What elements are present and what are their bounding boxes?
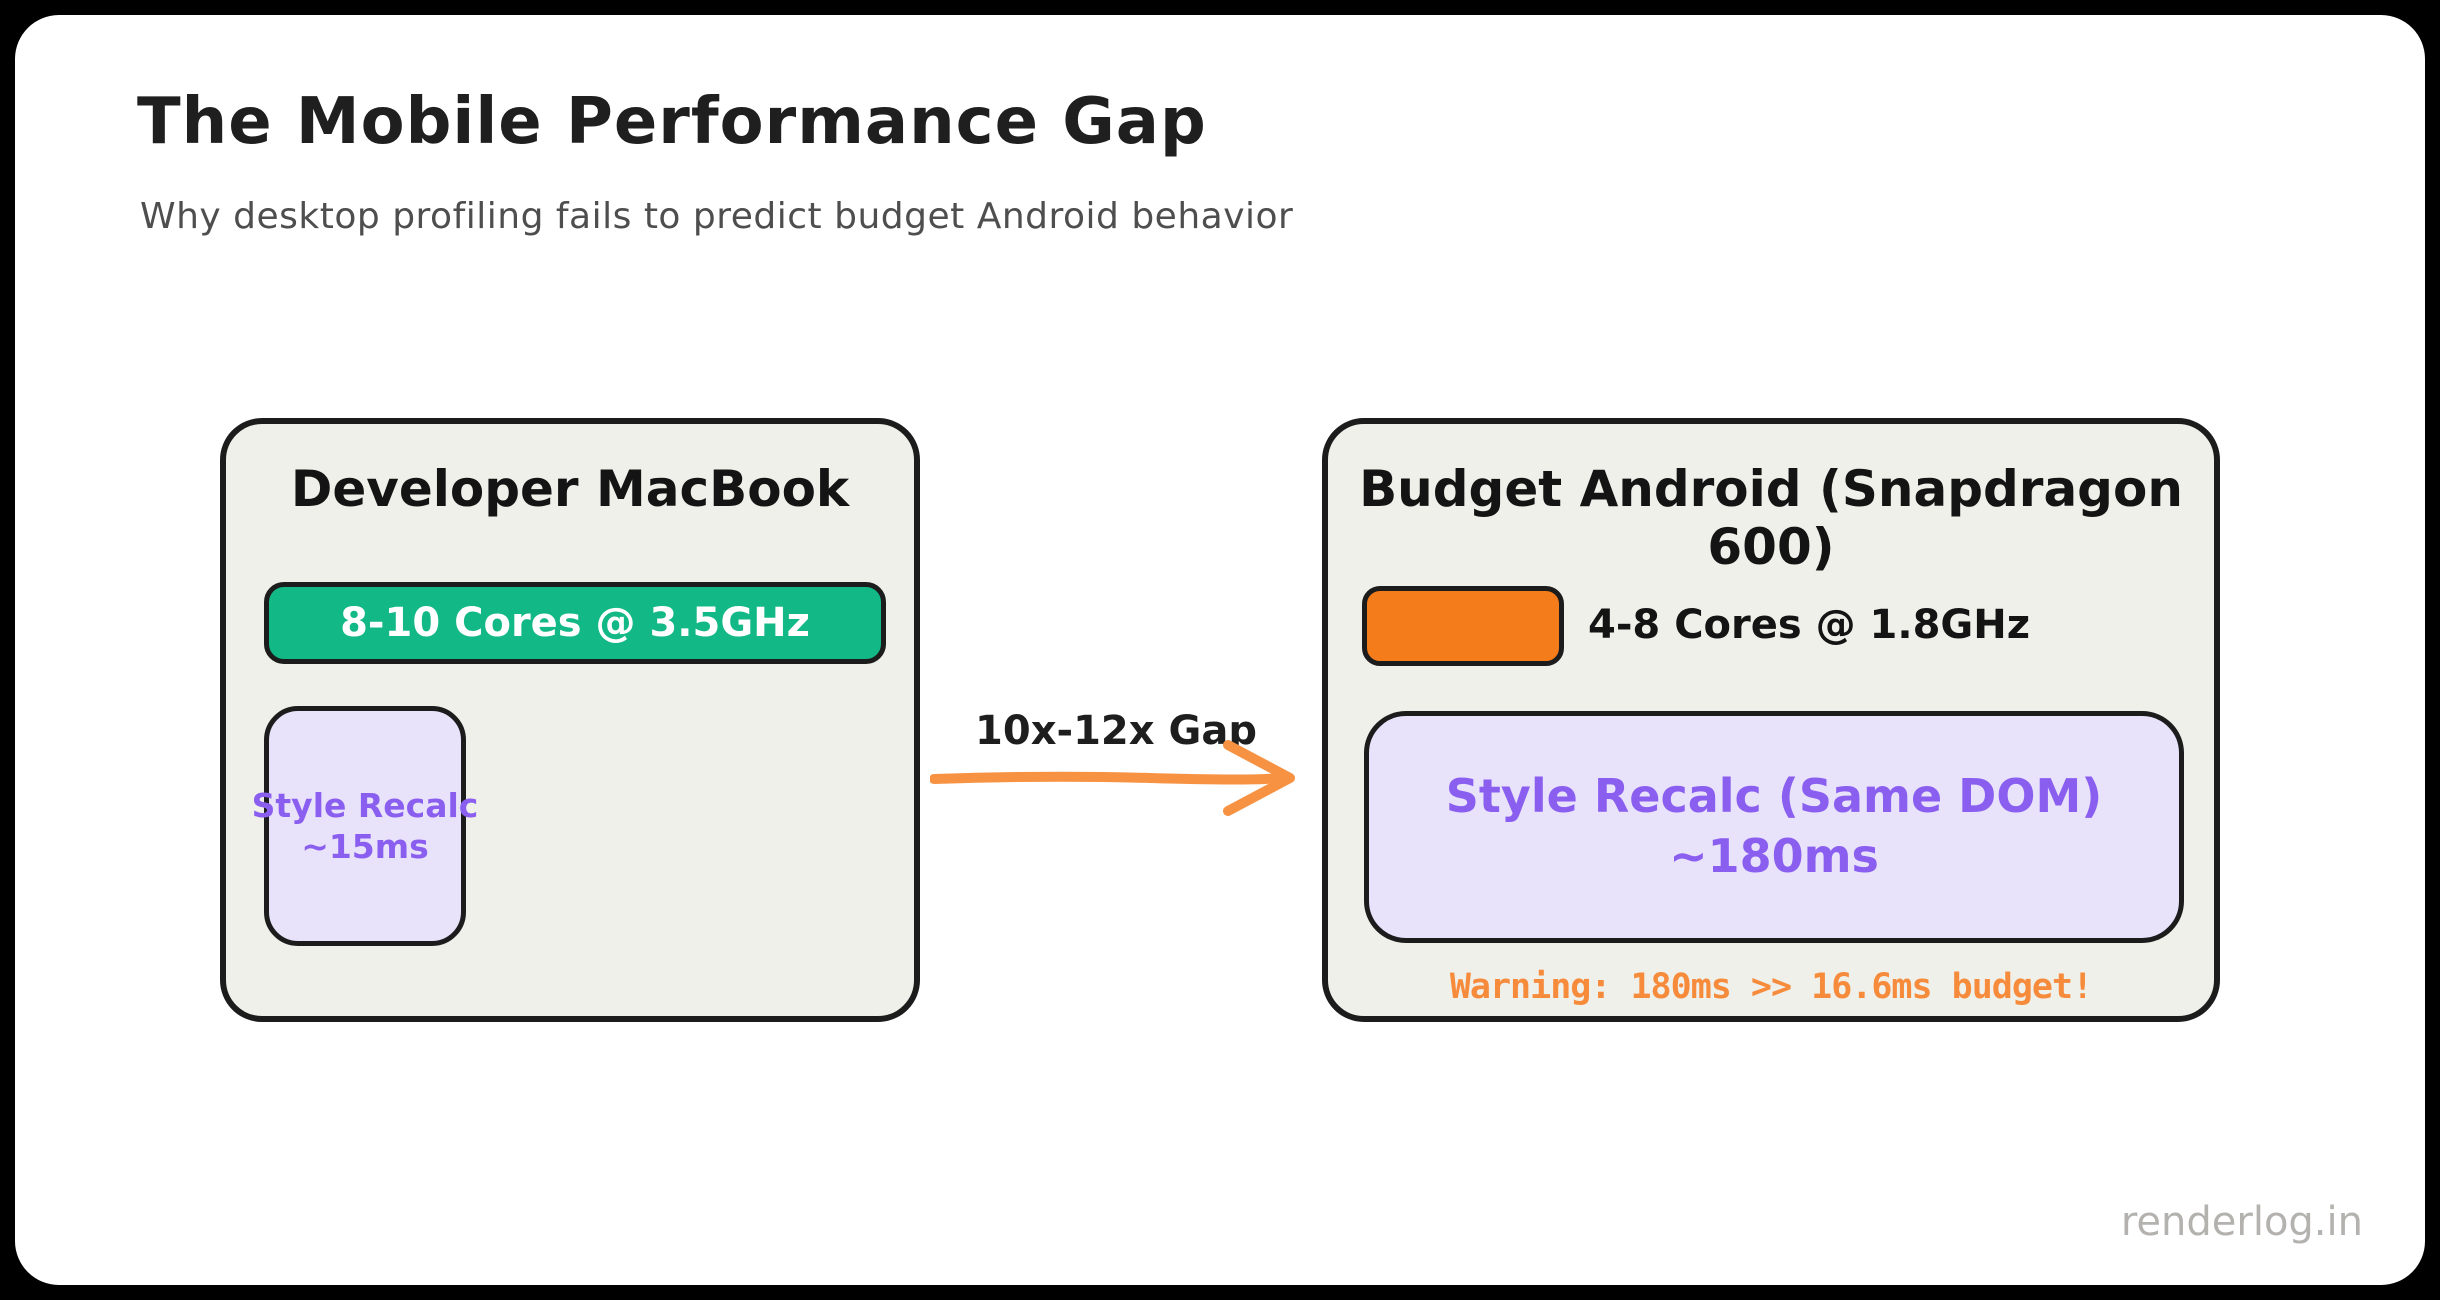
android-cpu-label: 4-8 Cores @ 1.8GHz xyxy=(1588,602,2030,648)
macbook-panel: Developer MacBook 8-10 Cores @ 3.5GHz St… xyxy=(220,418,920,1022)
macbook-style-recalc-box: Style Recalc ~15ms xyxy=(252,706,478,946)
right-arrow-icon xyxy=(930,740,1295,816)
android-recalc-line1: Style Recalc (Same DOM) xyxy=(1445,769,2103,824)
budget-warning-text: Warning: 180ms >> 16.6ms budget! xyxy=(1449,967,2093,1007)
android-style-recalc-box: Style Recalc (Same DOM) ~180ms xyxy=(1364,711,2184,943)
gap-label: 10x-12x Gap xyxy=(975,708,1257,754)
android-panel: Budget Android (Snapdragon 600) 4-8 Core… xyxy=(1322,418,2220,1022)
android-cpu-chip xyxy=(1362,586,1564,666)
macbook-cpu-bar: 8-10 Cores @ 3.5GHz xyxy=(264,582,886,664)
macbook-recalc-line1: Style Recalc xyxy=(251,785,479,825)
macbook-recalc-line2: ~15ms xyxy=(301,827,429,866)
page-subtitle: Why desktop profiling fails to predict b… xyxy=(140,196,1294,237)
page-title: The Mobile Performance Gap xyxy=(137,85,1207,159)
macbook-panel-title: Developer MacBook xyxy=(290,460,850,518)
macbook-cpu-bar-label: 8-10 Cores @ 3.5GHz xyxy=(340,600,810,646)
android-panel-title: Budget Android (Snapdragon 600) xyxy=(1359,460,2183,576)
android-recalc-line2: ~180ms xyxy=(1669,829,1879,883)
watermark: renderlog.in xyxy=(2120,1199,2363,1245)
